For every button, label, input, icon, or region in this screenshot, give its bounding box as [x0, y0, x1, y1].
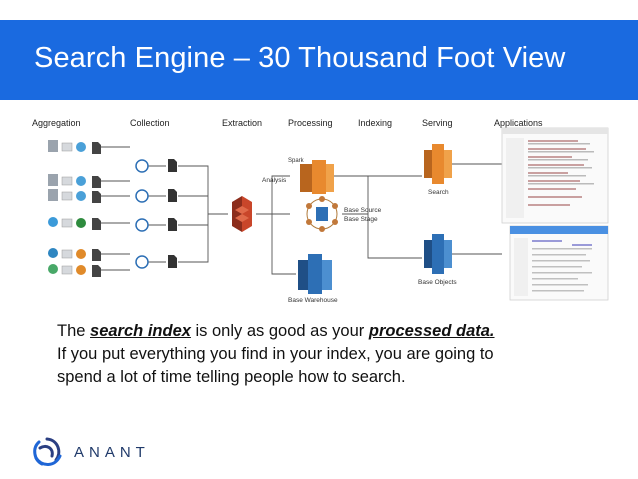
svg-text:Base Objects: Base Objects: [418, 279, 457, 286]
slide-body-text: The search index is only as good as your…: [57, 320, 617, 389]
body-line-2: If you put everything you find in your i…: [57, 345, 494, 363]
svg-text:Base Source: Base Source: [344, 207, 382, 214]
architecture-diagram: Aggregation Collection Extraction Proces…: [32, 114, 610, 306]
svg-text:Search: Search: [428, 189, 449, 196]
stage-aggregation: Aggregation: [32, 118, 81, 128]
application-screenshot-1: [501, 127, 609, 224]
svg-text:Base Stage: Base Stage: [344, 216, 378, 223]
title-bar: [0, 20, 638, 100]
analysis-icon: Spark Analysis: [262, 158, 334, 194]
stage-processing: Processing: [288, 118, 333, 128]
base-warehouse-icon: Base Warehouse: [288, 254, 338, 304]
stage-serving: Serving: [422, 118, 453, 128]
svg-text:Spark: Spark: [288, 158, 305, 164]
body-line-1: The search index is only as good as your…: [57, 322, 495, 340]
stage-applications: Applications: [494, 118, 543, 128]
collection-nodes: [135, 159, 177, 269]
stage-collection: Collection: [130, 118, 170, 128]
svg-text:Base Warehouse: Base Warehouse: [288, 297, 338, 304]
stage-indexing: Indexing: [358, 118, 392, 128]
extraction-s3-icon: [232, 196, 252, 232]
base-source-stage-icon: Base Source Base Stage: [306, 196, 382, 232]
keyword-search-index: search index: [90, 322, 191, 340]
slide-title: Search Engine – 30 Thousand Foot View: [34, 42, 566, 74]
application-screenshot-2: [509, 225, 609, 301]
keyword-processed-data: processed data: [368, 322, 490, 340]
body-line-3: spend a lot of time telling people how t…: [57, 368, 406, 386]
svg-text:Analysis: Analysis: [262, 177, 287, 184]
stage-extraction: Extraction: [222, 118, 262, 128]
base-objects-icon: Base Objects: [418, 234, 457, 286]
aggregation-sources: [48, 140, 101, 277]
anant-wordmark: ANANT: [74, 444, 150, 461]
search-service-icon: Search: [424, 144, 452, 196]
anant-knot-logo-icon: [33, 437, 62, 466]
